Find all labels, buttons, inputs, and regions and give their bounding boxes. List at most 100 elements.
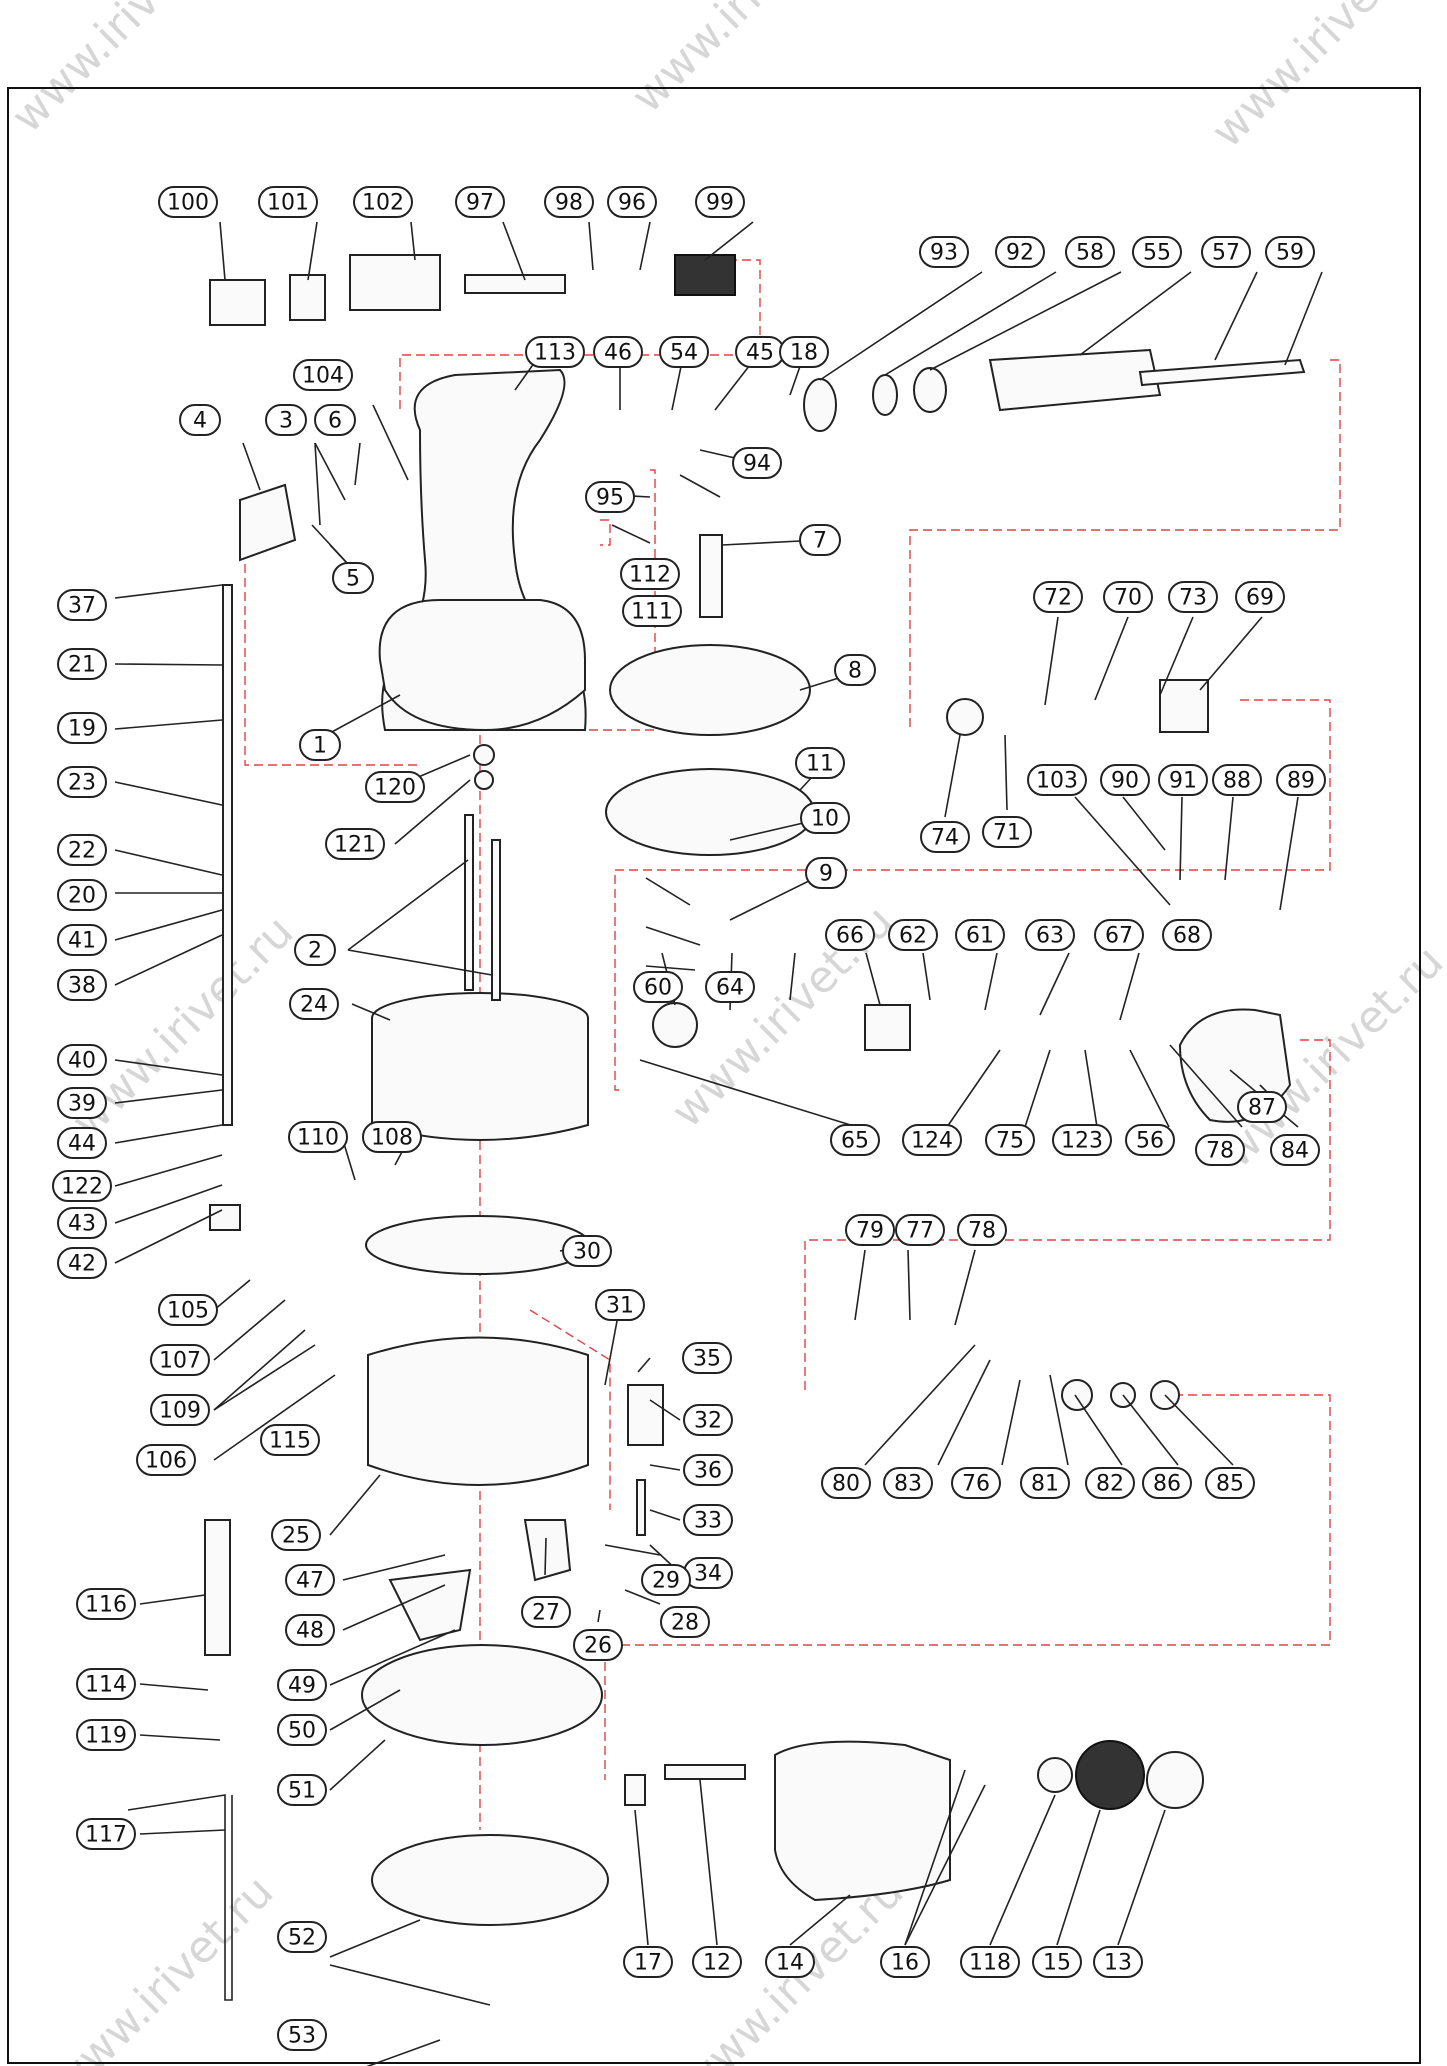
leader-line [1179,796,1183,881]
leader-line [329,694,401,734]
callout-label: 104 [302,364,344,389]
callout-label: 13 [1104,1951,1132,1976]
callout-103: 103 [1027,764,1087,796]
callout-label: 102 [362,191,404,216]
callout-8: 8 [834,654,876,686]
leader-line [854,1249,866,1321]
leader-line [634,1809,649,1946]
base-25 [367,1336,589,1486]
leader-line [114,1059,223,1076]
callout-bubble [845,1214,895,1246]
callout-42: 42 [57,1247,107,1279]
callout-bubble [1033,581,1083,613]
leader-line [114,1089,223,1104]
callout-108: 108 [362,1121,422,1153]
callout-label: 49 [288,1674,316,1699]
callout-bubble [150,1344,210,1376]
leader-line [789,952,796,1001]
callout-bubble [1237,1091,1287,1123]
guide-line [614,699,1331,1091]
callout-label: 95 [596,486,624,511]
callout-61: 61 [955,919,1005,951]
callout-51: 51 [277,1774,327,1806]
callout-label: 54 [670,341,698,366]
callout-bubble [76,1588,136,1620]
leader-line [219,221,226,281]
callout-label: 24 [300,993,328,1018]
rod-2b [491,839,501,1001]
leader-line [865,952,881,1006]
callout-56: 56 [1125,1124,1175,1156]
callout-label: 48 [296,1619,324,1644]
callout-26: 26 [573,1629,623,1661]
callout-label: 27 [532,1601,560,1626]
leader-line [329,1474,381,1536]
head-tube-55 [988,348,1162,412]
callout-102: 102 [353,186,413,218]
leader-line [354,442,361,486]
leader-line [366,2039,441,2066]
leader-line [114,1124,223,1144]
callout-bubble [799,524,841,556]
callout-bubble [271,1519,321,1551]
leader-line [704,221,754,261]
callout-label: 64 [716,976,744,1001]
callout-23: 23 [57,766,107,798]
callout-59: 59 [1265,236,1315,268]
callout-47: 47 [285,1564,335,1596]
callout-label: 56 [1136,1129,1164,1154]
bushing-62 [864,1004,911,1051]
callout-12: 12 [692,1946,742,1978]
callout-112: 112 [620,558,680,590]
callout-label: 58 [1076,241,1104,266]
callout-bubble [1265,236,1315,268]
oring-30 [365,1215,591,1275]
callout-78: 78 [1195,1134,1245,1166]
callout-29: 29 [641,1564,691,1596]
leader-line [329,1739,386,1791]
watermark-text: www.irivet.ru [2,0,244,143]
callout-bubble [1195,1134,1245,1166]
callout-label: 51 [288,1779,316,1804]
callout-53: 53 [277,2019,327,2051]
leader-line [649,1399,681,1421]
callout-bubble [1132,236,1182,268]
callout-label: 18 [790,341,818,366]
callout-22: 22 [57,834,107,866]
callout-label: 17 [634,1951,662,1976]
callout-label: 98 [555,191,583,216]
callout-45: 45 [735,336,785,368]
callout-bubble [293,359,353,391]
leader-line [114,1184,223,1224]
callout-label: 35 [693,1347,721,1372]
ring-51 [361,1644,603,1746]
callout-90: 90 [1100,764,1150,796]
leader-line [1039,952,1070,1016]
leader-line [329,1629,456,1686]
callout-label: 70 [1114,586,1142,611]
syringe-116 [204,1519,231,1656]
callout-label: 14 [776,1951,804,1976]
callout-label: 9 [819,862,833,887]
callout-bubble [260,1424,320,1456]
callout-label: 87 [1248,1096,1276,1121]
leader-lines [114,221,1323,2066]
callout-bubble [834,654,876,686]
callout-58: 58 [1065,236,1115,268]
callout-bubble [57,589,107,621]
callout-17: 17 [623,1946,673,1978]
leader-line [1224,796,1234,881]
callout-bubble [620,558,680,590]
leader-line [1199,616,1263,691]
leader-line [314,442,346,501]
callout-bubble [294,934,336,966]
callout-label: 115 [269,1429,311,1454]
leader-line [989,1794,1056,1946]
leader-line [114,1154,223,1187]
callout-109: 109 [150,1394,210,1426]
callout-43: 43 [57,1207,107,1239]
callout-bubble [57,648,107,680]
leader-line [372,404,409,481]
callout-65: 65 [830,1124,880,1156]
piston-8 [609,644,811,736]
